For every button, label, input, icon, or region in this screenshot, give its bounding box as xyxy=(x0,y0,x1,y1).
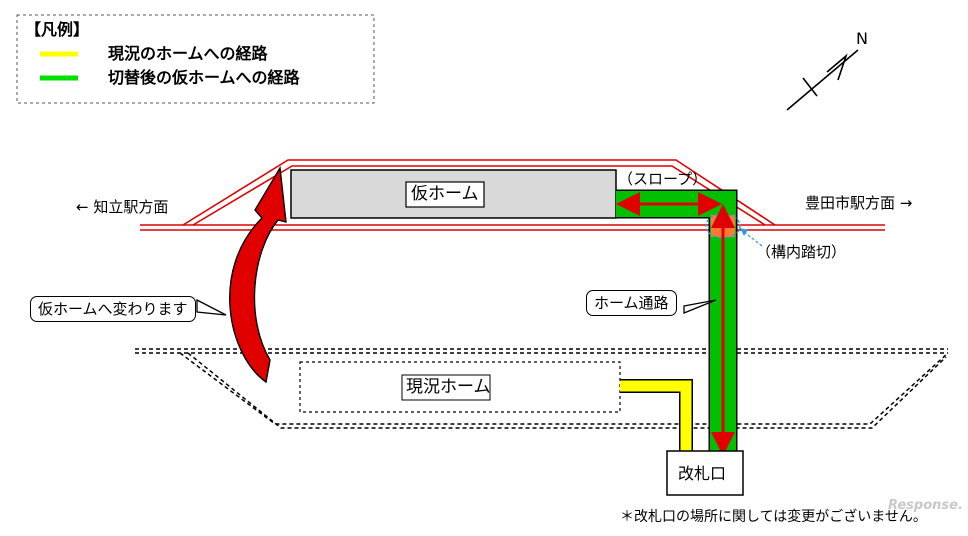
compass-icon xyxy=(786,49,859,111)
new-route-green xyxy=(616,191,736,452)
legend-item-new-route: 切替後の仮ホームへの経路 xyxy=(108,68,300,87)
passage-callout-tail xyxy=(683,299,717,314)
change-callout: 仮ホームへ変わります xyxy=(30,296,196,322)
gate-note: ＊改札口の場所に関しては変更がございません。 xyxy=(620,509,927,525)
legend-box xyxy=(16,14,375,104)
slope-label: （スロープ） xyxy=(618,170,708,188)
direction-right: 豊田市駅方面 → xyxy=(805,194,913,212)
current-platform-label: 現況ホーム xyxy=(406,377,491,397)
legend-title: 【凡例】 xyxy=(25,20,90,39)
temporary-platform-label-box xyxy=(405,181,485,208)
crossing-label: （構内踏切） xyxy=(756,243,847,261)
current-route-yellow-fill xyxy=(620,380,692,452)
direction-left: ← 知立駅方面 xyxy=(76,198,169,216)
change-arrow xyxy=(229,165,287,384)
ticket-gate-box xyxy=(666,450,744,496)
crossing-pointer xyxy=(742,230,763,247)
legend-item-current-route: 現況のホームへの経路 xyxy=(108,44,268,63)
change-callout-tail xyxy=(196,298,227,316)
current-route-yellow xyxy=(620,379,693,452)
new-route-green-outline xyxy=(616,189,738,452)
watermark: Response. xyxy=(888,498,963,513)
current-platform-label-box xyxy=(401,374,491,401)
ticket-gate-label: 改札口 xyxy=(678,464,727,483)
current-track-dashed xyxy=(135,348,949,429)
temporary-platform-label: 仮ホーム xyxy=(411,184,479,204)
compass-label: N xyxy=(856,29,868,48)
passage-callout: ホーム通路 xyxy=(586,290,677,316)
